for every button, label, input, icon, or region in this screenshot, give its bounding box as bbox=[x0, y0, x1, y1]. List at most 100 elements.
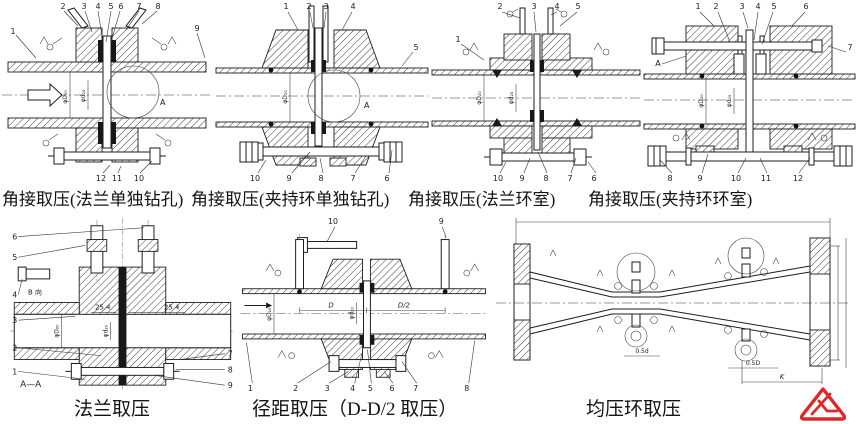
dim-pipe-diameter: φD₂₀ bbox=[55, 324, 61, 338]
figure-corner-taps-flange-ring-chamber: φD₂₀ φd₂₀ 2 3 4 5 1 10 9 8 7 6 bbox=[431, 2, 641, 183]
callout: 7 bbox=[413, 384, 418, 393]
flow-arrow bbox=[244, 302, 273, 309]
callout: 5 bbox=[12, 253, 17, 262]
caption-fig2: 角接取压(夹持环单独钻孔) bbox=[191, 189, 390, 209]
figure-corner-taps-flange-drillings: A φD₂₀ φd₂₀ 2 3 4 5 6 7 8 1 9 12 11 10 bbox=[2, 2, 212, 183]
callout: 6 bbox=[591, 174, 596, 183]
callout: 1 bbox=[12, 367, 17, 376]
callout: 7 bbox=[136, 2, 141, 11]
dim-k: K bbox=[780, 373, 786, 381]
callout: 5 bbox=[108, 2, 113, 11]
callout: 4 bbox=[755, 2, 760, 11]
callout: 4 bbox=[95, 2, 100, 11]
dim-pipe-diameter: φD₂₀ bbox=[476, 91, 483, 105]
dim-25-4-right: 25.4 bbox=[164, 303, 179, 311]
weld-dots bbox=[699, 73, 799, 129]
outlet-flange bbox=[809, 237, 831, 367]
top-bolt bbox=[297, 237, 358, 253]
callout: 9 bbox=[697, 174, 702, 183]
callout: 6 bbox=[12, 233, 17, 242]
callout-leaders bbox=[246, 226, 475, 384]
callout-labels: 10 9 1 2 3 4 5 6 7 8 bbox=[248, 217, 469, 393]
outlet-tap-assembly bbox=[727, 237, 765, 362]
bottom-bolt bbox=[647, 145, 853, 167]
callout: 2 bbox=[713, 2, 718, 11]
dimension-lines: φD₂₀ φd₂₀ bbox=[62, 72, 89, 118]
bottom-bolt bbox=[484, 148, 592, 166]
callout: 1 bbox=[10, 27, 15, 36]
dim-outlet-tap: 0.5D bbox=[746, 360, 761, 367]
logo-l-stroke bbox=[817, 399, 839, 413]
callout-labels: 6 5 4 3 2 1 7 8 9 bbox=[12, 233, 232, 391]
callout: 10 bbox=[250, 174, 260, 183]
callout: 7 bbox=[567, 174, 572, 183]
callout: 4 bbox=[554, 2, 559, 11]
callout: 3 bbox=[12, 316, 17, 325]
callout: 3 bbox=[81, 2, 86, 11]
dimension-lines: 0.5d 0.5D K bbox=[624, 238, 847, 384]
inlet-flange bbox=[513, 243, 531, 361]
dimension-lines: φD₂₀ bbox=[282, 73, 291, 122]
figure-corner-taps-ring-drillings: A φD₂₀ 1 2 3 4 5 10 9 8 7 6 bbox=[215, 2, 429, 183]
dimension-lines: 25.4 25.4 φD₂₀ φd₂₀ bbox=[55, 303, 186, 348]
callout: 6 bbox=[390, 384, 395, 393]
caption-row-top: 角接取压(法兰单独钻孔) 角接取压(夹持环单独钻孔) 角接取压(法兰环室) 角接… bbox=[2, 184, 855, 210]
callout: 9 bbox=[439, 217, 444, 226]
callout: 7 bbox=[350, 174, 355, 183]
orifice-plate bbox=[745, 29, 754, 155]
weld-marks bbox=[462, 42, 610, 56]
pressure-tap-tubes bbox=[506, 7, 568, 35]
callout: 2 bbox=[306, 2, 311, 11]
figure-d-d2-taps: D D/2 φD₂₀ φd₂₀ 10 9 1 2 3 4 5 6 7 8 bbox=[240, 217, 488, 393]
orifice-plate bbox=[359, 280, 375, 349]
dim-orifice-diameter: φd₂₀ bbox=[80, 89, 87, 102]
dim-orifice-diameter: φd₂₀ bbox=[350, 307, 356, 320]
callout: 5 bbox=[575, 2, 580, 11]
callout: 1 bbox=[248, 384, 253, 393]
caption-fig7: 均压环取压 bbox=[586, 399, 682, 420]
callout: 3 bbox=[325, 384, 330, 393]
callout: 1 bbox=[695, 2, 700, 11]
dim-pipe-diameter: φD₂₀ bbox=[62, 90, 69, 104]
callout: 10 bbox=[328, 217, 338, 226]
orifice-plate bbox=[118, 267, 127, 386]
weld-dots bbox=[268, 67, 374, 127]
ring-chamber-flanges bbox=[489, 33, 593, 155]
callout: 8 bbox=[155, 2, 160, 11]
callout: 8 bbox=[228, 365, 233, 374]
view-direction-label: B 向 bbox=[28, 288, 42, 297]
callout: 2 bbox=[12, 344, 17, 353]
callout: 2 bbox=[497, 2, 502, 11]
bottom-bolt bbox=[65, 363, 180, 380]
dim-downstream-D2: D/2 bbox=[398, 301, 410, 309]
weld-marks bbox=[265, 263, 479, 359]
ring-holes bbox=[614, 268, 768, 338]
callout: 4 bbox=[350, 384, 355, 393]
detail-circle bbox=[307, 69, 361, 123]
callout: 11 bbox=[112, 174, 122, 183]
dim-orifice-diameter: φd₂₀ bbox=[508, 91, 515, 104]
callout: 3 bbox=[739, 2, 744, 11]
callout: 2 bbox=[293, 384, 298, 393]
section-label: A—A bbox=[20, 380, 41, 390]
callout: 9 bbox=[286, 174, 291, 183]
callout: 8 bbox=[318, 174, 323, 183]
callout: 6 bbox=[118, 2, 123, 11]
callout: 6 bbox=[803, 2, 808, 11]
callout-leaders bbox=[257, 11, 414, 174]
caption-fig3: 角接取压(法兰环室) bbox=[408, 189, 556, 209]
caption-fig1: 角接取压(法兰单独钻孔) bbox=[2, 189, 184, 209]
weld-marks bbox=[672, 132, 828, 142]
callout: 12 bbox=[793, 174, 803, 183]
weld-triangles bbox=[492, 70, 582, 126]
callout: 10 bbox=[493, 174, 503, 183]
callout: 3 bbox=[531, 2, 536, 11]
callout: 7 bbox=[228, 350, 233, 359]
orifice-plate bbox=[311, 27, 326, 147]
callout: 6 bbox=[384, 174, 389, 183]
tap-studs bbox=[86, 219, 159, 281]
figure-flange-taps: B 向 25.4 25.4 φD₂₀ φd₂₀ A—A 6 5 4 3 2 1 … bbox=[10, 217, 233, 391]
dim-pipe-diameter: φD₂₀ bbox=[267, 307, 273, 321]
callout: 5 bbox=[368, 384, 373, 393]
dim-orifice-diameter: φd₂₀ bbox=[726, 94, 733, 107]
